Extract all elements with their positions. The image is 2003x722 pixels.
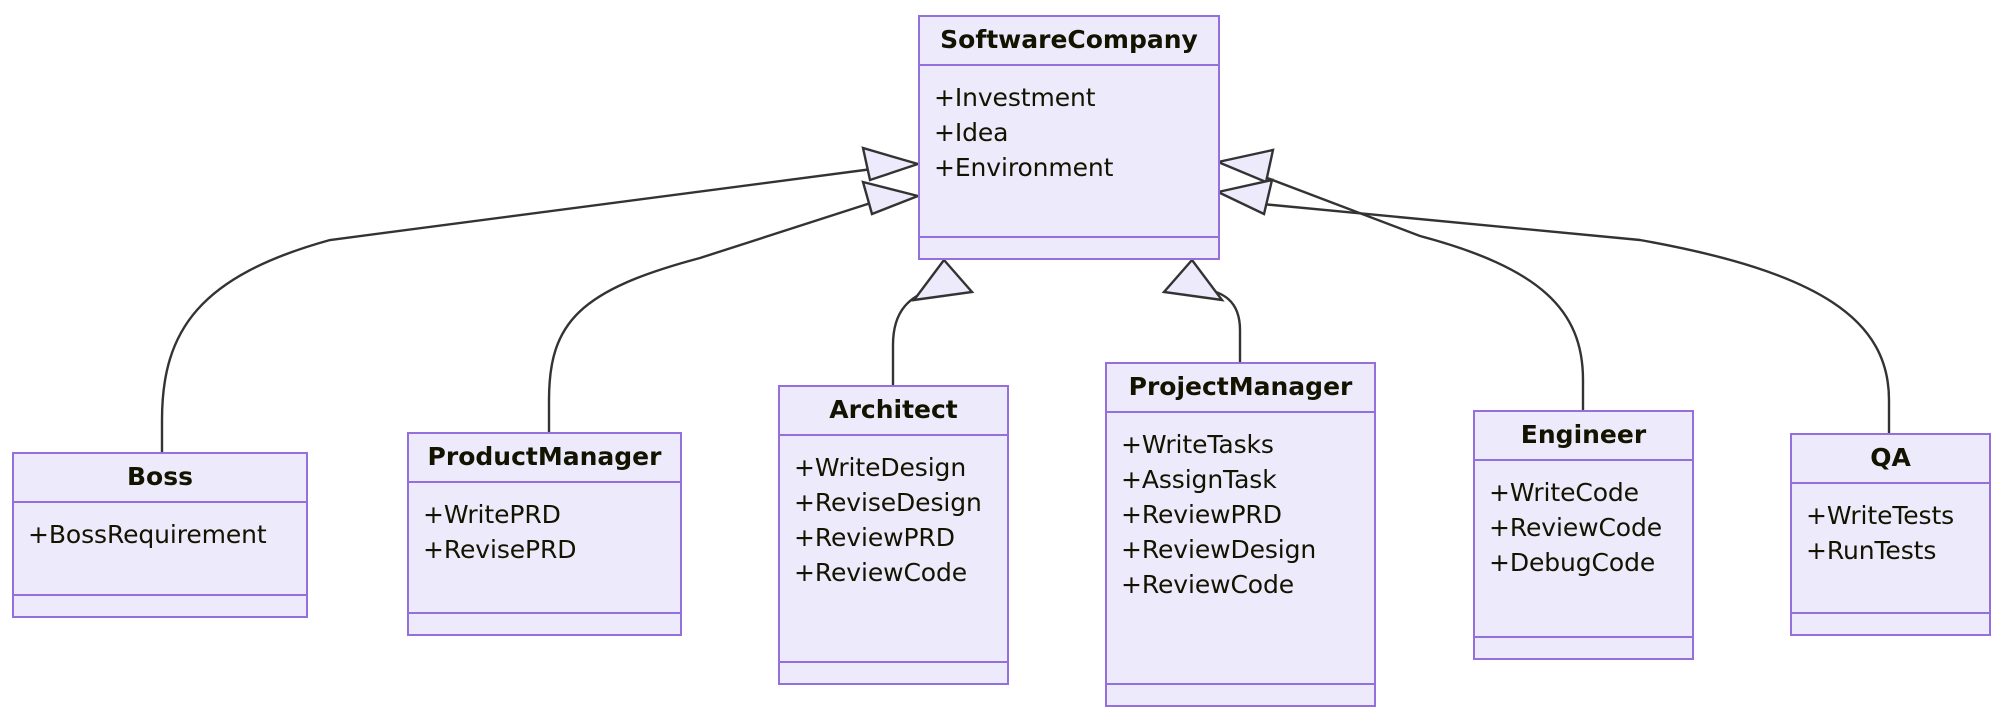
class-attribute: +RunTests <box>1806 536 1937 565</box>
class-attribute: +AssignTask <box>1121 465 1277 494</box>
class-attribute: +WriteTests <box>1806 501 1955 530</box>
uml-class-engineer[interactable]: Engineer +WriteCode +ReviewCode +DebugCo… <box>1473 410 1694 660</box>
generalization-arrowhead-productmanager <box>861 180 922 216</box>
class-attribute: +RevisePRD <box>423 535 577 564</box>
edge-boss-to-softwarecompany <box>160 166 881 452</box>
class-attribute: +Idea <box>934 118 1009 147</box>
class-attribute: +ReviewPRD <box>1121 500 1282 529</box>
class-attributes-software-company: +Investment +Idea +Environment <box>920 66 1218 238</box>
generalization-arrowhead-architect <box>911 258 975 302</box>
generalization-arrowhead-boss <box>861 146 923 182</box>
class-methods-software-company <box>920 238 1218 258</box>
class-attributes-qa: +WriteTests +RunTests <box>1792 484 1989 614</box>
class-attributes-engineer: +WriteCode +ReviewCode +DebugCode <box>1475 461 1692 638</box>
uml-class-qa[interactable]: QA +WriteTests +RunTests <box>1790 433 1991 636</box>
uml-class-boss[interactable]: Boss +BossRequirement <box>12 452 308 618</box>
edge-architect-to-softwarecompany <box>891 286 936 385</box>
generalization-arrowhead-projectmanager <box>1161 258 1225 302</box>
class-attributes-project-manager: +WriteTasks +AssignTask +ReviewPRD +Revi… <box>1107 413 1374 685</box>
class-attributes-architect: +WriteDesign +ReviseDesign +ReviewPRD +R… <box>780 436 1007 663</box>
class-attribute: +WriteCode <box>1489 478 1639 507</box>
class-attribute: +Investment <box>934 83 1096 112</box>
class-title-software-company: SoftwareCompany <box>920 17 1218 66</box>
uml-class-product-manager[interactable]: ProductManager +WritePRD +RevisePRD <box>407 432 682 636</box>
class-attribute: +WriteDesign <box>794 453 967 482</box>
class-attribute: +ReviewPRD <box>794 523 955 552</box>
class-methods-architect <box>780 663 1007 683</box>
class-title-product-manager: ProductManager <box>409 434 680 483</box>
class-attribute: +DebugCode <box>1489 548 1656 577</box>
generalization-arrowhead-engineer <box>1214 148 1275 184</box>
class-methods-engineer <box>1475 638 1692 658</box>
class-title-qa: QA <box>1792 435 1989 484</box>
uml-class-software-company[interactable]: SoftwareCompany +Investment +Idea +Envir… <box>918 15 1220 260</box>
class-attribute: +Environment <box>934 153 1114 182</box>
class-attribute: +ReviewCode <box>1489 513 1663 542</box>
class-attribute: +ReviewCode <box>794 558 968 587</box>
uml-class-architect[interactable]: Architect +WriteDesign +ReviseDesign +Re… <box>778 385 1009 685</box>
class-attribute: +ReviseDesign <box>794 488 982 517</box>
generalization-arrowhead-qa <box>1214 178 1274 216</box>
class-attribute: +BossRequirement <box>28 520 267 549</box>
uml-class-project-manager[interactable]: ProjectManager +WriteTasks +AssignTask +… <box>1105 362 1376 707</box>
class-methods-boss <box>14 596 306 616</box>
class-methods-qa <box>1792 614 1989 634</box>
class-attribute: +ReviewDesign <box>1121 535 1317 564</box>
class-attribute: +ReviewCode <box>1121 570 1295 599</box>
class-attribute: +WritePRD <box>423 500 561 529</box>
class-attributes-product-manager: +WritePRD +RevisePRD <box>409 483 680 614</box>
class-methods-project-manager <box>1107 685 1374 705</box>
class-title-engineer: Engineer <box>1475 412 1692 461</box>
class-title-architect: Architect <box>780 387 1007 436</box>
class-attribute: +WriteTasks <box>1121 430 1274 459</box>
edge-projectmanager-to-softwarecompany <box>1201 286 1242 362</box>
class-title-project-manager: ProjectManager <box>1107 364 1374 413</box>
class-title-boss: Boss <box>14 454 306 503</box>
class-methods-product-manager <box>409 614 680 634</box>
class-attributes-boss: +BossRequirement <box>14 503 306 596</box>
